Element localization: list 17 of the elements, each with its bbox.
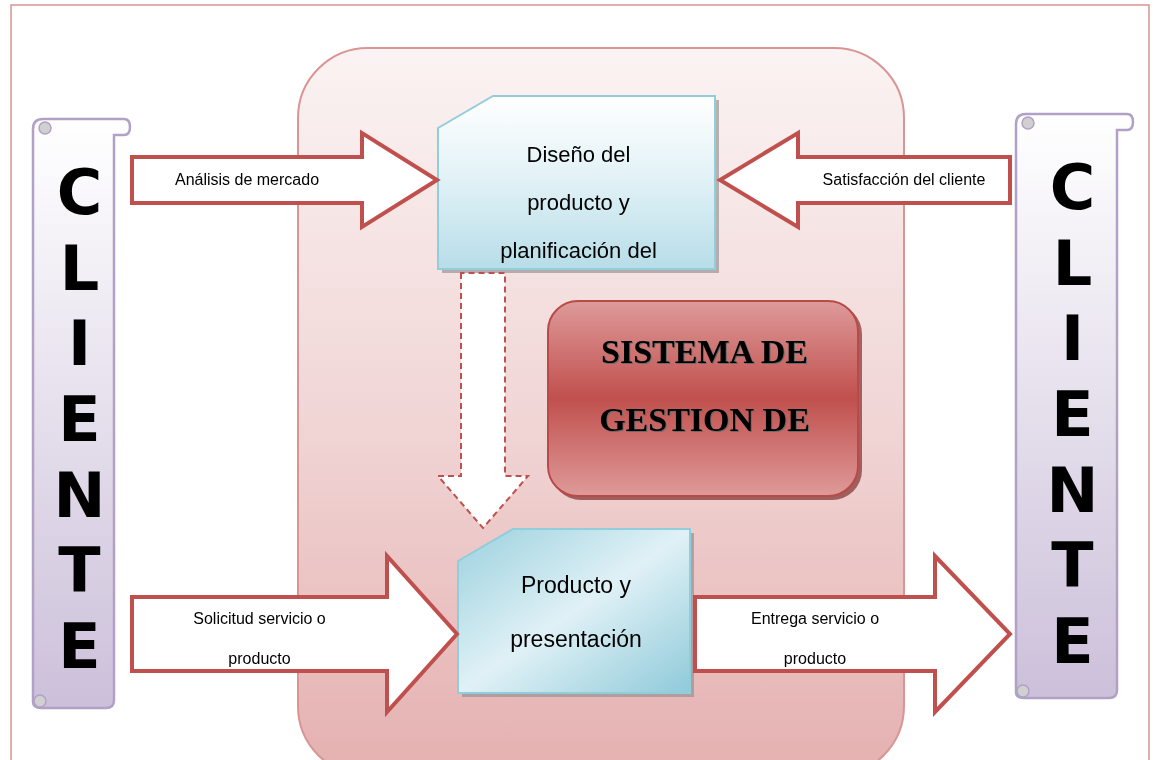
block-arrow [716,129,1012,231]
edge-label: Satisfacción del cliente [821,170,987,190]
edge-label: Entrega servicio o producto [749,609,881,669]
block-arrow [130,550,460,718]
box-title: SISTEMA DE GESTION DE [598,332,811,440]
edge-label: Solicitud servicio o producto [192,609,327,669]
system-box [547,300,862,500]
block-arrow [435,272,531,530]
vertical-title: CLIENTE [52,155,107,685]
block-arrow [693,551,1013,717]
edge-label: Análisis de mercado [173,170,321,190]
box-text: Diseño del producto y planificación del [499,141,658,265]
vertical-title: CLIENTE [1045,150,1100,680]
block-arrow [130,129,441,231]
process-box [457,528,695,697]
process-box [437,95,720,273]
box-text: Producto y presentación [509,571,643,654]
